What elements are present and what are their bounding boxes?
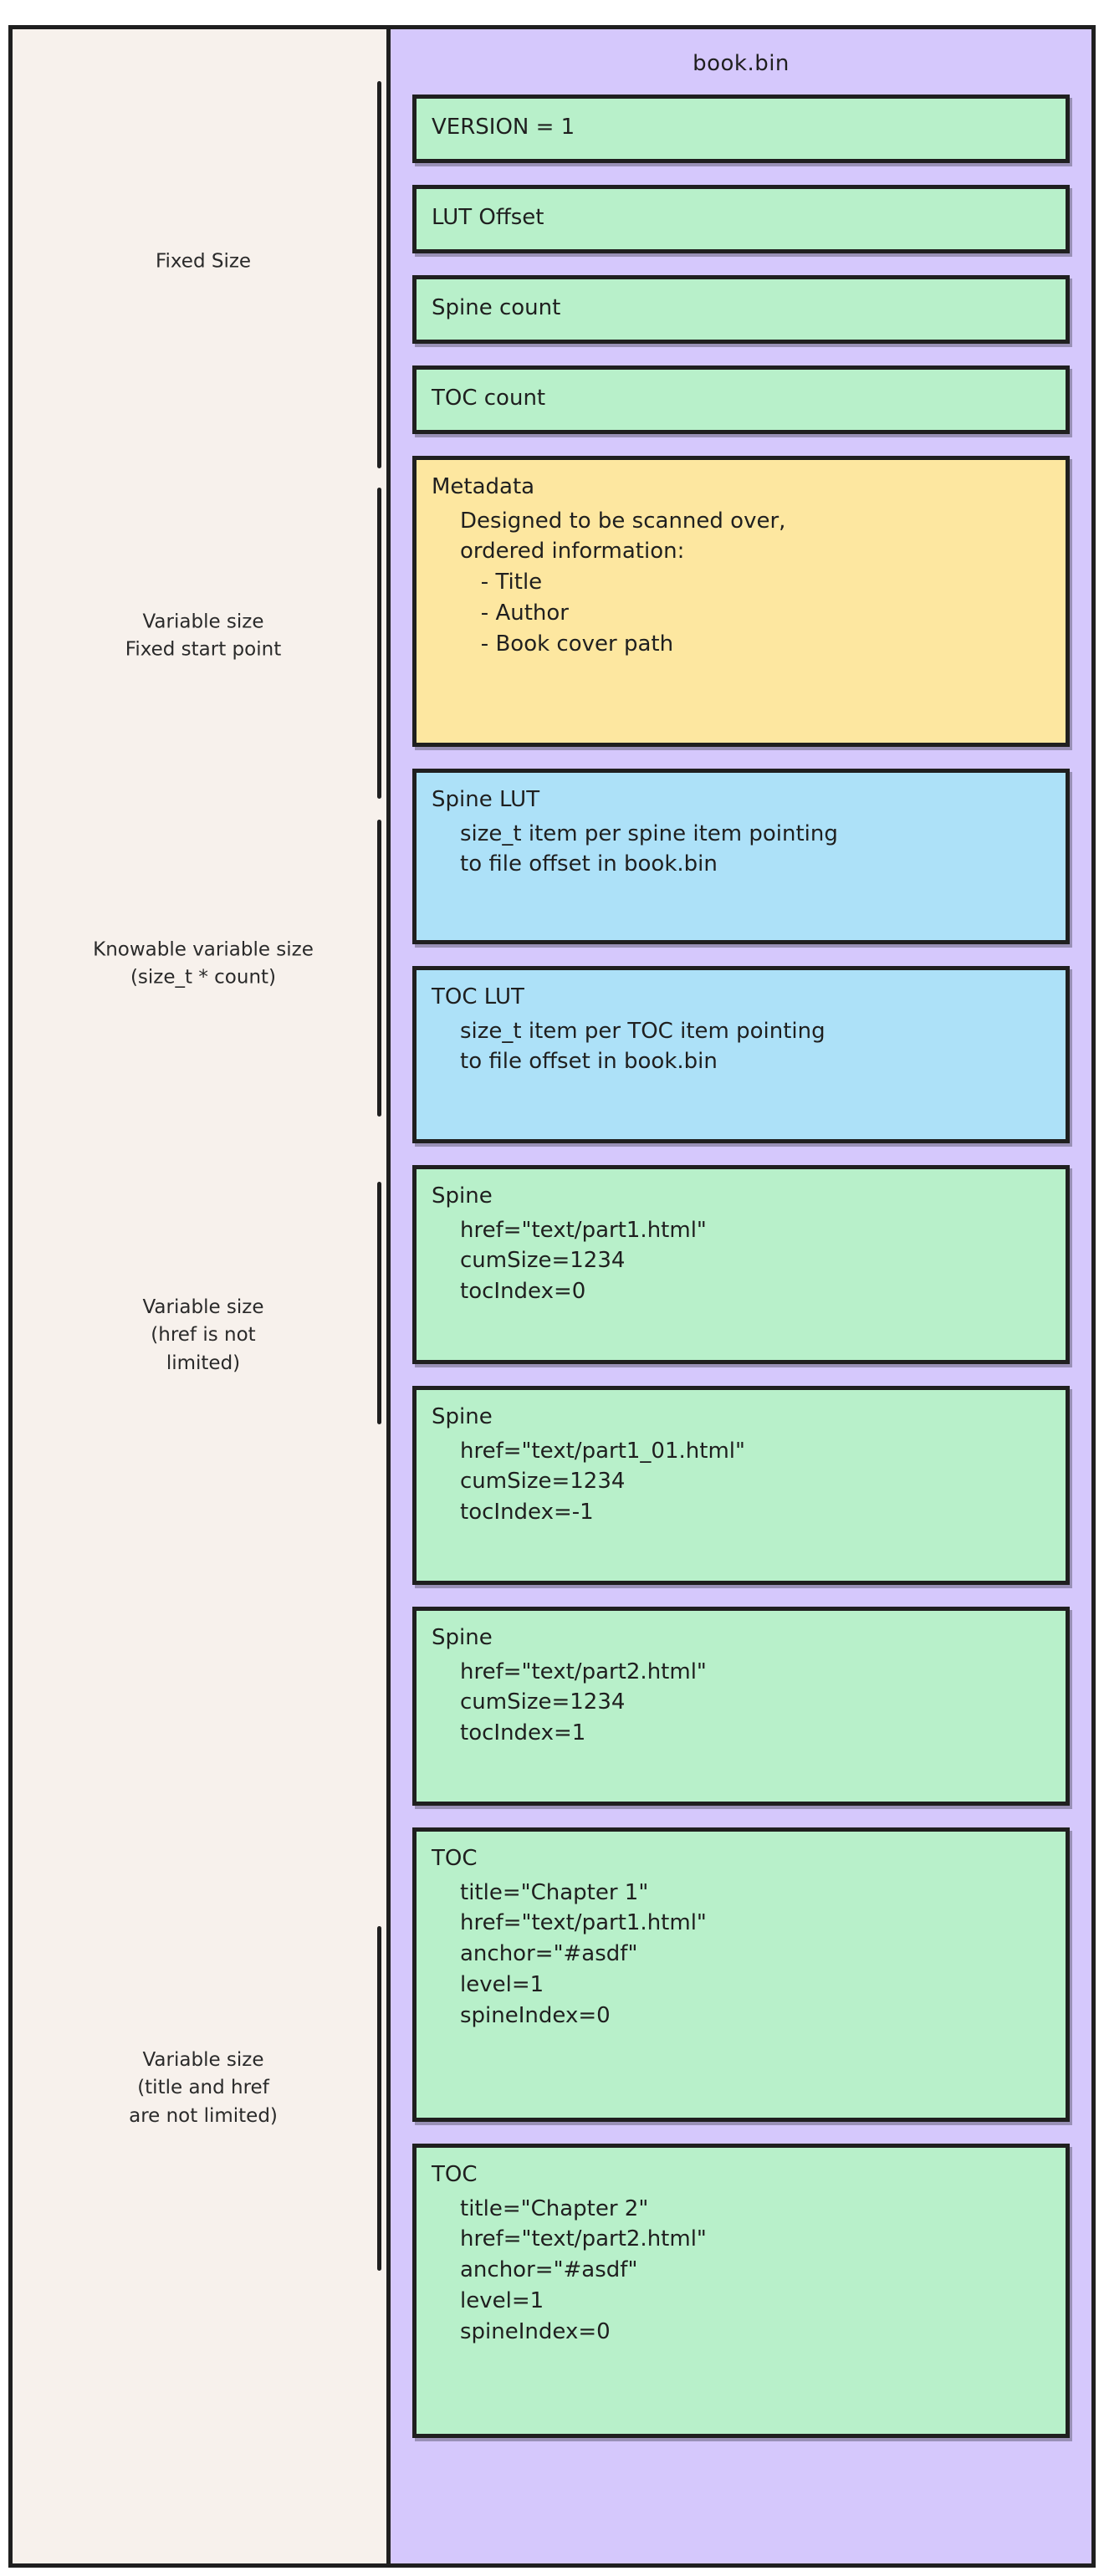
book-bin-column: book.bin VERSION = 1 LUT Offset Spine co… xyxy=(386,25,1096,2568)
record-spine-lut: Spine LUT size_t item per spine item poi… xyxy=(412,769,1070,944)
record-body: href="text/part2.html" cumSize=1234 tocI… xyxy=(432,1657,1050,1750)
record-line: anchor="#asdf" xyxy=(460,2257,638,2283)
record-body: href="text/part1_01.html" cumSize=1234 t… xyxy=(432,1436,1050,1529)
record-line: href="text/part1.html" xyxy=(460,1217,707,1243)
record-lut-offset: LUT Offset xyxy=(412,185,1070,253)
record-line: tocIndex=0 xyxy=(460,1279,586,1305)
record-line: href="text/part2.html" xyxy=(460,2226,707,2252)
group-tick-knowable-variable xyxy=(377,820,381,1117)
record-line: spineIndex=0 xyxy=(460,2003,611,2029)
group-tick-toc-variable xyxy=(377,1926,381,2271)
record-line: size_t item per spine item pointing xyxy=(460,820,838,846)
record-line: href="text/part1.html" xyxy=(460,1910,707,1936)
record-body: title="Chapter 2" href="text/part2.html"… xyxy=(432,2194,1050,2349)
record-line: size_t item per TOC item pointing xyxy=(460,1018,825,1044)
group-label-fixed-size: Fixed Size xyxy=(155,250,252,273)
record-line: level=1 xyxy=(460,2288,544,2314)
record-body: href="text/part1.html" cumSize=1234 tocI… xyxy=(432,1215,1050,1308)
explanation-column: Fixed Size Variable size Fixed start poi… xyxy=(8,25,386,2568)
record-body: size_t item per spine item pointing to f… xyxy=(432,819,1050,881)
record-spine-3: Spine href="text/part2.html" cumSize=123… xyxy=(412,1607,1070,1806)
record-line: href="text/part1_01.html" xyxy=(460,1438,745,1464)
record-line: Designed to be scanned over, xyxy=(460,508,786,534)
record-title: Spine count xyxy=(432,295,561,320)
record-spine-1: Spine href="text/part1.html" cumSize=123… xyxy=(412,1165,1070,1364)
record-line: href="text/part2.html" xyxy=(460,1659,707,1684)
record-line: - Title xyxy=(460,570,543,595)
record-spine-2: Spine href="text/part1_01.html" cumSize=… xyxy=(412,1386,1070,1585)
record-line: tocIndex=-1 xyxy=(460,1500,594,1526)
group-label-knowable-variable: Knowable variable size (size_t * count) xyxy=(93,938,314,989)
record-line: - Author xyxy=(460,601,569,626)
record-toc-2: TOC title="Chapter 2" href="text/part2.h… xyxy=(412,2144,1070,2438)
record-title: TOC count xyxy=(432,386,546,411)
group-tick-variable-fixed-start xyxy=(377,488,381,799)
record-title: TOC xyxy=(432,1846,478,1871)
record-title: Metadata xyxy=(432,474,535,499)
record-title: TOC xyxy=(432,2162,478,2187)
record-body: size_t item per TOC item pointing to fil… xyxy=(432,1016,1050,1078)
group-tick-fixed-size xyxy=(377,81,381,468)
record-toc-count: TOC count xyxy=(412,365,1070,434)
record-line: cumSize=1234 xyxy=(460,1248,626,1274)
record-line: title="Chapter 2" xyxy=(460,2195,649,2221)
record-title: VERSION = 1 xyxy=(432,115,575,140)
record-title: TOC LUT xyxy=(432,984,524,1009)
group-label-spine-variable: Variable size (href is not limited) xyxy=(142,1296,264,1374)
record-toc-1: TOC title="Chapter 1" href="text/part1.h… xyxy=(412,1827,1070,2122)
record-line: cumSize=1234 xyxy=(460,1469,626,1495)
file-title: book.bin xyxy=(693,51,790,76)
record-title: Spine xyxy=(432,1625,493,1650)
record-title: Spine xyxy=(432,1404,493,1429)
group-label-variable-fixed-start: Variable size Fixed start point xyxy=(125,611,282,661)
record-metadata: Metadata Designed to be scanned over, or… xyxy=(412,456,1070,747)
record-line: anchor="#asdf" xyxy=(460,1941,638,1967)
record-spine-count: Spine count xyxy=(412,275,1070,344)
record-title: Spine LUT xyxy=(432,787,540,812)
group-label-toc-variable: Variable size (title and href are not li… xyxy=(129,2048,278,2127)
record-body: Designed to be scanned over, ordered inf… xyxy=(432,506,1050,661)
group-tick-spine-variable xyxy=(377,1182,381,1424)
record-line: spineIndex=0 xyxy=(460,2319,611,2345)
record-title: Spine xyxy=(432,1183,493,1209)
record-body: title="Chapter 1" href="text/part1.html"… xyxy=(432,1878,1050,2032)
record-line: - Book cover path xyxy=(460,631,674,657)
record-line: tocIndex=1 xyxy=(460,1720,586,1746)
record-line: ordered information: xyxy=(460,539,685,565)
record-line: title="Chapter 1" xyxy=(460,1879,649,1905)
book-bin-layout-diagram: Fixed Size Variable size Fixed start poi… xyxy=(8,25,1096,2568)
record-line: cumSize=1234 xyxy=(460,1689,626,1715)
record-line: level=1 xyxy=(460,1972,544,1998)
record-line: to file offset in book.bin xyxy=(460,851,718,877)
record-title: LUT Offset xyxy=(432,205,544,230)
record-toc-lut: TOC LUT size_t item per TOC item pointin… xyxy=(412,966,1070,1143)
record-version: VERSION = 1 xyxy=(412,95,1070,163)
record-line: to file offset in book.bin xyxy=(460,1049,718,1075)
